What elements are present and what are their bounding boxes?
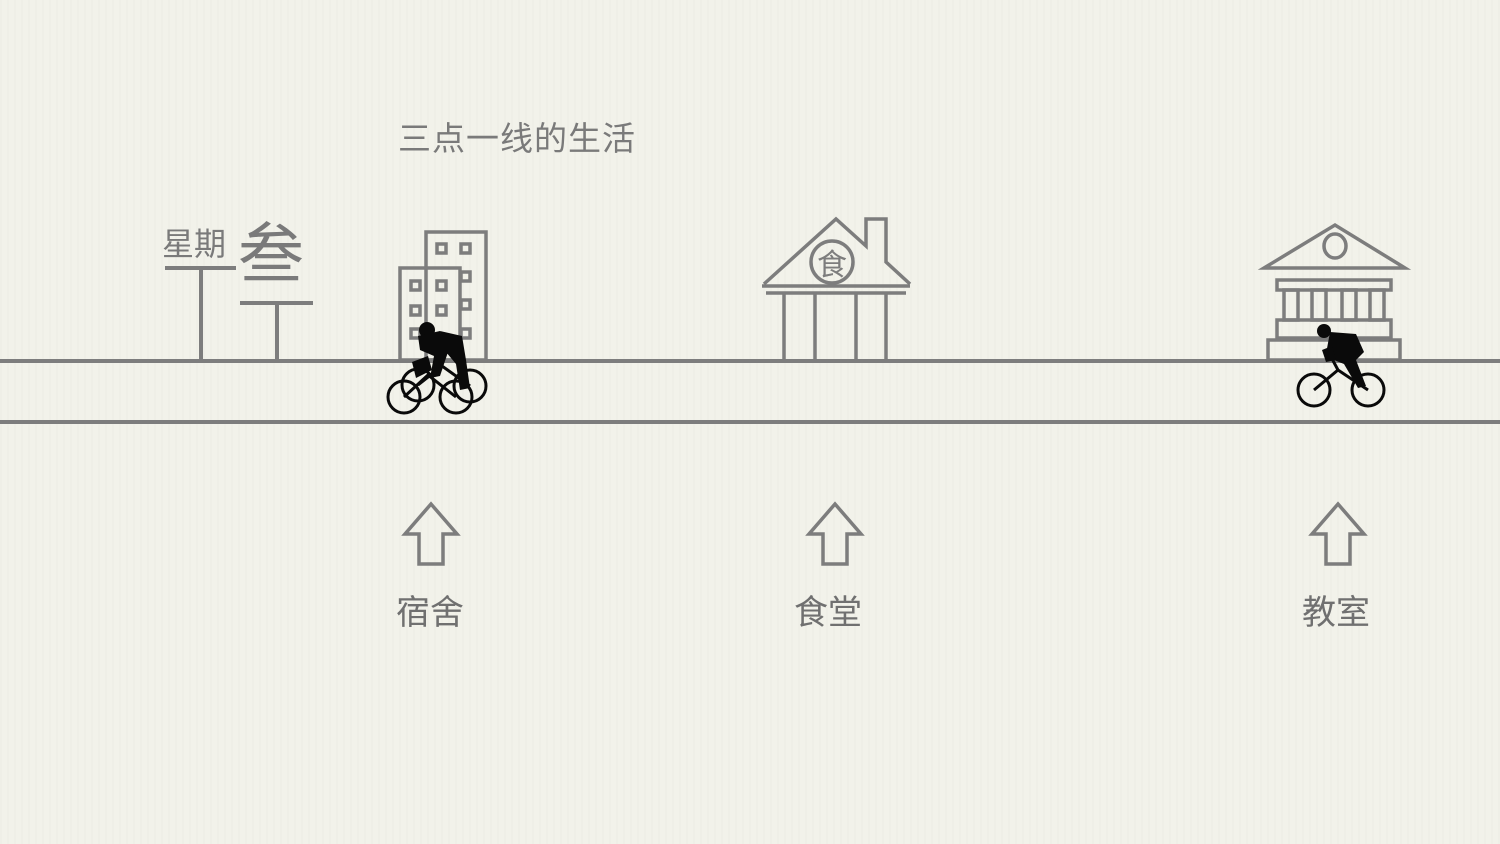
cyclist-icon — [386, 322, 488, 415]
signpost-weekday: 星期 — [162, 225, 227, 263]
arrow-up-icon — [805, 501, 865, 566]
place-label-canteen: 食堂 — [794, 593, 862, 633]
signpost-icon — [165, 266, 313, 360]
cyclist-icon — [1296, 324, 1386, 408]
arrow-up-icon — [401, 501, 461, 566]
canteen-house-icon — [762, 216, 912, 360]
signpost-day: 叁 — [238, 216, 304, 293]
arrow-up-icon — [1308, 501, 1368, 566]
canteen-emblem: 食 — [817, 248, 847, 283]
place-label-classroom: 教室 — [1302, 593, 1370, 633]
place-label-dormitory: 宿舍 — [396, 593, 464, 633]
page-title: 三点一线的生活 — [398, 119, 636, 158]
